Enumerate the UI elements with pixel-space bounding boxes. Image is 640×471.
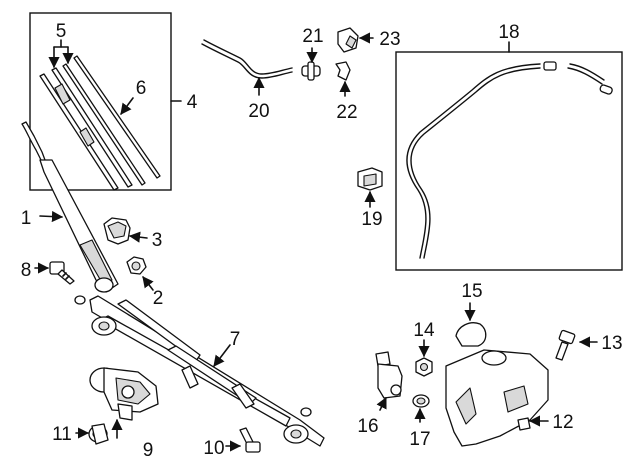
wiper-arm: [21, 121, 119, 293]
callout-22: 22: [336, 102, 357, 123]
hose-group-box: [395, 51, 623, 271]
arm-nut: [126, 256, 147, 275]
callout-3: 3: [152, 230, 163, 251]
washer-reservoir: [445, 349, 549, 447]
callout-7-leader: [213, 344, 231, 367]
reservoir-cap: [455, 322, 487, 347]
pump-grommet: [412, 394, 430, 408]
callout-4: 4: [187, 92, 198, 113]
callout-12: 12: [552, 412, 573, 433]
reservoir-nut: [415, 357, 433, 377]
callout-7: 7: [230, 329, 241, 350]
callout-6-leader: [120, 97, 134, 115]
hose-clip-19: [357, 167, 383, 191]
callout-18: 18: [498, 22, 519, 43]
callout-14: 14: [413, 320, 435, 341]
hose-elbow-22: [335, 61, 351, 81]
callout-2-leader: [142, 276, 154, 291]
washer-hose-20: [201, 39, 293, 79]
callout-19: 19: [361, 209, 382, 230]
callout-8: 8: [21, 260, 32, 281]
callout-16-leader: [376, 396, 387, 411]
callout-6: 6: [136, 78, 147, 99]
reservoir-bolt: [555, 329, 576, 361]
washer-pump: [375, 351, 403, 399]
linkage-bolt: [49, 261, 75, 285]
motor-bolt: [239, 427, 261, 453]
callout-13: 13: [601, 333, 622, 354]
motor-grommet: [88, 423, 109, 445]
wiper-motor: [89, 367, 159, 421]
callout-5: 5: [56, 21, 67, 42]
callout-1: 1: [21, 208, 32, 229]
callout-11: 11: [52, 424, 72, 445]
callout-16: 16: [357, 416, 378, 437]
callout-3-leader: [128, 231, 148, 243]
washer-hose-18: [406, 61, 613, 259]
callout-2: 2: [153, 288, 164, 309]
callout-10: 10: [203, 438, 224, 459]
wiper-linkage: [74, 295, 325, 447]
callout-15: 15: [461, 281, 482, 302]
callout-1-leader: [39, 210, 64, 223]
callout-9: 9: [143, 440, 154, 461]
callout-21: 21: [302, 26, 323, 47]
hose-connector-21: [301, 61, 321, 81]
callout-20: 20: [248, 101, 269, 122]
wiper-blade-refills: [39, 55, 161, 191]
pivot-cap: [103, 217, 131, 245]
callout-23: 23: [379, 29, 400, 50]
callout-17: 17: [409, 429, 430, 450]
nozzle-23: [337, 27, 359, 53]
